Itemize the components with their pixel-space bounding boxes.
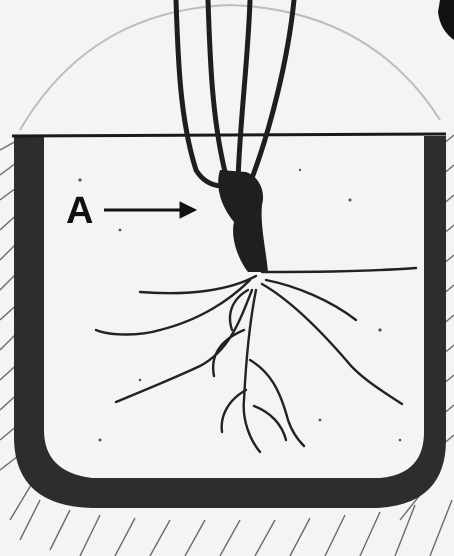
ground-surface-line [12, 134, 446, 136]
label-a: A [66, 192, 93, 230]
